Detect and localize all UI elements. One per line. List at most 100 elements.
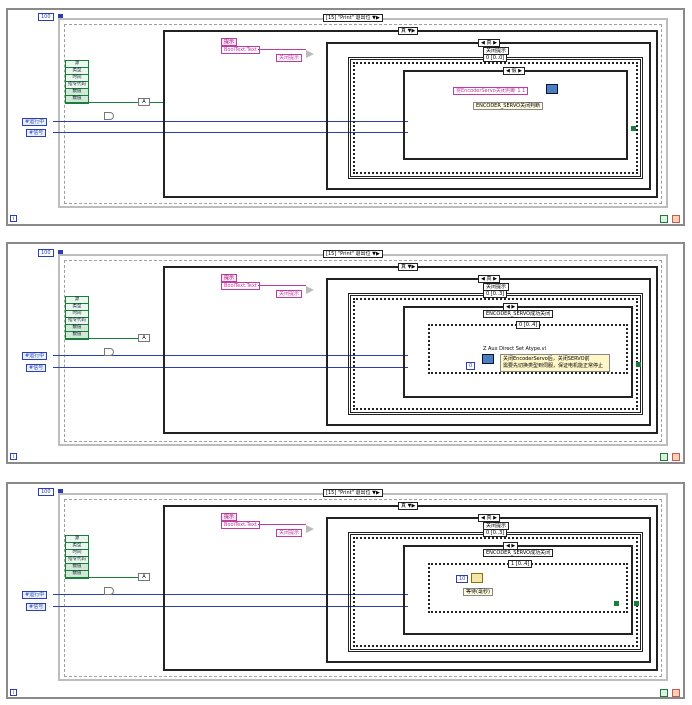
input-terminal-signal[interactable]: #信号 bbox=[26, 603, 47, 611]
stop-icon[interactable] bbox=[672, 215, 680, 223]
dropdown-arrow-icon: ◀ bbox=[506, 68, 510, 74]
loop-count-constant[interactable]: 100 bbox=[38, 249, 54, 257]
sequence-structure-inner[interactable] bbox=[428, 563, 628, 613]
subvi-icon[interactable] bbox=[482, 354, 494, 364]
while-loop-inner-frame bbox=[64, 499, 662, 677]
subvi-icon[interactable] bbox=[546, 84, 558, 94]
case-selector-label: 真 bbox=[401, 264, 407, 270]
sequence-frame-selector[interactable]: 0 [0..3] bbox=[483, 529, 508, 537]
cluster-item: 源 bbox=[66, 61, 88, 68]
case-selector-label: ENCODER_SERVO成功关闭 bbox=[486, 550, 551, 556]
wire bbox=[53, 367, 408, 368]
outer-case-selector-label: [15] "Print" 退出位 bbox=[326, 15, 371, 21]
loop-condition-icon[interactable] bbox=[660, 215, 668, 223]
wire bbox=[258, 524, 306, 525]
input-terminal-running[interactable]: #运行中 bbox=[22, 352, 48, 360]
cluster-item: 时间 bbox=[66, 75, 88, 82]
case-selector-arrows[interactable]: ◀ ▶ bbox=[503, 303, 519, 311]
wire bbox=[53, 606, 408, 607]
outer-case-selector[interactable]: [15] "Print" 退出位 ▼▶ bbox=[323, 14, 383, 22]
cluster-item: 类型 bbox=[66, 543, 88, 550]
wire bbox=[53, 594, 408, 595]
outer-case-selector[interactable]: [15] "Print" 退出位 ▼▶ bbox=[323, 489, 383, 497]
numeric-constant[interactable]: 0 bbox=[466, 362, 476, 370]
case-selector-inner-2[interactable]: ◀ 假 ▶ bbox=[503, 67, 525, 75]
sequence-frame-selector[interactable]: 0 [0..0] bbox=[483, 54, 508, 62]
sequence-frame-selector-inner[interactable]: 1 [0..4] bbox=[508, 560, 533, 568]
pink-string-constant[interactable]: 关闭提示 bbox=[276, 529, 303, 537]
loop-condition-icon[interactable] bbox=[660, 453, 668, 461]
iteration-terminal: i bbox=[10, 215, 17, 222]
pink-string-constant[interactable]: 关闭提示 bbox=[276, 290, 303, 298]
dropdown-arrow-icon: ▼▶ bbox=[372, 490, 380, 496]
loop-condition-icon[interactable] bbox=[660, 689, 668, 697]
dropdown-arrow-icon: ◀ ▶ bbox=[506, 543, 516, 549]
loop-count-terminal bbox=[58, 489, 63, 494]
case-selector-label: 假 bbox=[511, 68, 517, 74]
cluster-item: 类型 bbox=[66, 68, 88, 75]
dropdown-arrow-icon: ▼▶ bbox=[407, 28, 416, 34]
input-terminal-signal[interactable]: #信号 bbox=[26, 129, 47, 137]
case-selector-inner-1[interactable]: ◀ 真 ▶ bbox=[478, 514, 500, 522]
loop-count-constant[interactable]: 100 bbox=[38, 488, 54, 496]
cluster-item: 源 bbox=[66, 297, 88, 304]
wait-ms-constant[interactable]: 10 bbox=[456, 575, 469, 583]
select-function-icon[interactable]: A bbox=[138, 573, 150, 581]
and-function-icon[interactable] bbox=[104, 348, 114, 356]
loop-count-terminal bbox=[58, 250, 63, 255]
input-terminal-signal[interactable]: #信号 bbox=[26, 364, 47, 372]
case-selector-inner-2[interactable]: ENCODER_SERVO成功关闭 bbox=[483, 549, 554, 557]
case-selector-label: 真 bbox=[486, 515, 492, 521]
input-terminal-running[interactable]: #运行中 bbox=[22, 591, 48, 599]
cluster-item: 指令代码 bbox=[66, 318, 88, 325]
pink-const-value[interactable]: BoolText.Text bbox=[221, 282, 260, 290]
pink-const-title: 提示 bbox=[221, 38, 238, 46]
and-function-icon[interactable] bbox=[104, 112, 114, 120]
wire bbox=[53, 132, 408, 133]
boolean-tunnel bbox=[614, 601, 619, 606]
cluster-item: 数值 bbox=[66, 325, 88, 332]
compare-function-icon[interactable] bbox=[306, 50, 314, 58]
loop-count-constant[interactable]: 100 bbox=[38, 13, 54, 21]
and-function-icon[interactable] bbox=[104, 587, 114, 595]
case-selector-inner-1[interactable]: ◀ 真 ▶ bbox=[478, 275, 500, 283]
wire bbox=[89, 577, 144, 578]
select-function-icon[interactable]: A bbox=[138, 334, 150, 342]
case-selector-inner-2[interactable]: ENCODER_SERVO成功关闭 bbox=[483, 310, 554, 318]
while-loop-inner-frame bbox=[64, 260, 662, 442]
wire bbox=[258, 285, 306, 286]
dropdown-arrow-icon: ▼▶ bbox=[407, 503, 416, 509]
select-function-icon[interactable]: A bbox=[138, 98, 150, 106]
case-selector-inner-1[interactable]: ◀ 真 ▶ bbox=[478, 39, 500, 47]
sequence-frame-selector-inner[interactable]: 0 [0..4] bbox=[516, 321, 541, 329]
case-selector-true[interactable]: 真 ▼▶ bbox=[398, 502, 419, 510]
boolean-tunnel bbox=[631, 126, 636, 131]
unbundle-cluster: 源 类型 时间 指令代码 数值 数值 bbox=[65, 535, 89, 579]
iteration-terminal: i bbox=[10, 689, 17, 696]
stop-icon[interactable] bbox=[672, 689, 680, 697]
case-selector-arrows[interactable]: ◀ ▶ bbox=[503, 542, 519, 550]
outer-case-selector-label: [15] "Print" 退出位 bbox=[326, 251, 371, 257]
unbundle-cluster: 源 类型 时间 指令代码 数值 数值 bbox=[65, 60, 89, 104]
pink-const-value[interactable]: BoolText.Text bbox=[221, 46, 260, 54]
stop-icon[interactable] bbox=[672, 453, 680, 461]
outer-case-selector[interactable]: [15] "Print" 退出位 ▼▶ bbox=[323, 250, 383, 258]
pink-const-title: 提示 bbox=[221, 274, 238, 282]
wait-ms-icon[interactable] bbox=[471, 573, 483, 583]
compare-function-icon[interactable] bbox=[306, 525, 314, 533]
wire bbox=[89, 338, 144, 339]
case-selector-true[interactable]: 真 ▼▶ bbox=[398, 263, 419, 271]
sequence-frame-border bbox=[353, 298, 638, 410]
cluster-item: 时间 bbox=[66, 311, 88, 318]
pink-string-constant[interactable]: 关闭提示 bbox=[276, 54, 303, 62]
case-structure-inner-2[interactable] bbox=[403, 70, 628, 160]
pink-const-value[interactable]: BoolText.Text bbox=[221, 521, 260, 529]
wire bbox=[53, 355, 408, 356]
string-constant[interactable]: 将EncoderServo关闭判断 1 1 bbox=[453, 87, 529, 95]
case-selector-true[interactable]: 真 ▼▶ bbox=[398, 27, 419, 35]
block-diagram-panel-1: 100 [15] "Print" 退出位 ▼▶ 源 类型 时间 指令代码 数值 … bbox=[6, 8, 685, 226]
compare-function-icon[interactable] bbox=[306, 286, 314, 294]
input-terminal-running[interactable]: #运行中 bbox=[22, 118, 48, 126]
dropdown-arrow-icon: ▶ bbox=[493, 276, 497, 282]
sequence-frame-selector[interactable]: 0 [0..3] bbox=[483, 290, 508, 298]
